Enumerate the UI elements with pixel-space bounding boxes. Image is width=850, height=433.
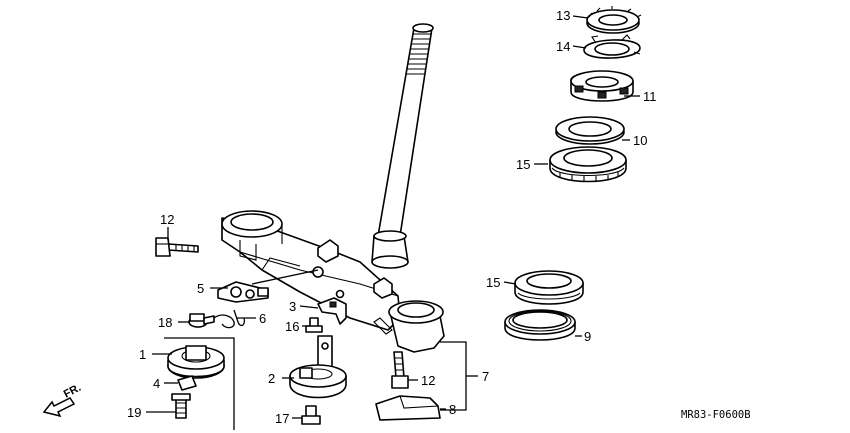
- leader-lines: [146, 15, 640, 419]
- callout-19: 19: [127, 405, 141, 420]
- part-4-rubber-block: [177, 375, 197, 391]
- callout-5: 5: [197, 281, 204, 296]
- part-1-horn-assembly: [167, 345, 225, 379]
- part-12-bolt-lower: [391, 351, 409, 389]
- part-12-bolt-upper: [155, 237, 199, 257]
- group-bracket-7: [440, 341, 467, 411]
- callout-15-lower: 15: [486, 275, 500, 290]
- part-15-lower-bearing: [514, 270, 584, 305]
- front-direction-label: FR.: [62, 382, 83, 401]
- part-14-lock-washer: [583, 34, 641, 59]
- callout-8: 8: [449, 402, 456, 417]
- part-15-upper-bearing: [549, 146, 627, 183]
- callout-6: 6: [259, 311, 266, 326]
- callout-11: 11: [643, 89, 657, 104]
- callout-2: 2: [268, 371, 275, 386]
- callout-12-upper: 12: [160, 212, 174, 227]
- stem-thread-lines: [406, 33, 432, 75]
- callout-13: 13: [556, 8, 570, 23]
- callout-12-lower: 12: [421, 373, 435, 388]
- part-2-horn-assembly: [289, 335, 347, 399]
- group-bracket-1: [164, 337, 235, 430]
- callout-17: 17: [275, 411, 289, 426]
- steering-stem-assembly: [221, 23, 445, 353]
- part-11-adjusting-nut: [570, 70, 634, 102]
- callout-1: 1: [139, 347, 146, 362]
- callout-18: 18: [158, 315, 172, 330]
- diagram-code: MR83-F0600B: [681, 409, 751, 421]
- callout-14: 14: [556, 39, 570, 54]
- callout-7: 7: [482, 369, 489, 384]
- part-17-screw: [301, 405, 321, 425]
- part-18-bolt: [188, 313, 215, 328]
- callout-4: 4: [153, 376, 160, 391]
- part-3-bracket: [317, 297, 347, 325]
- callout-3: 3: [289, 299, 296, 314]
- part-9-dust-seal: [504, 309, 576, 341]
- part-5-cable-clamp: [217, 281, 269, 303]
- front-direction-arrow: FR.: [42, 382, 83, 418]
- part-13-lock-nut: [586, 6, 642, 34]
- part-16-screw: [305, 317, 323, 333]
- callout-10: 10: [633, 133, 647, 148]
- part-19-bolt: [171, 393, 191, 419]
- callout-16: 16: [285, 319, 299, 334]
- callout-15-upper: 15: [516, 157, 530, 172]
- part-6-spring-clip: [213, 309, 246, 329]
- callout-9: 9: [584, 329, 591, 344]
- part-10-bearing-race: [555, 116, 625, 145]
- part-8-stopper-plate: [375, 395, 441, 421]
